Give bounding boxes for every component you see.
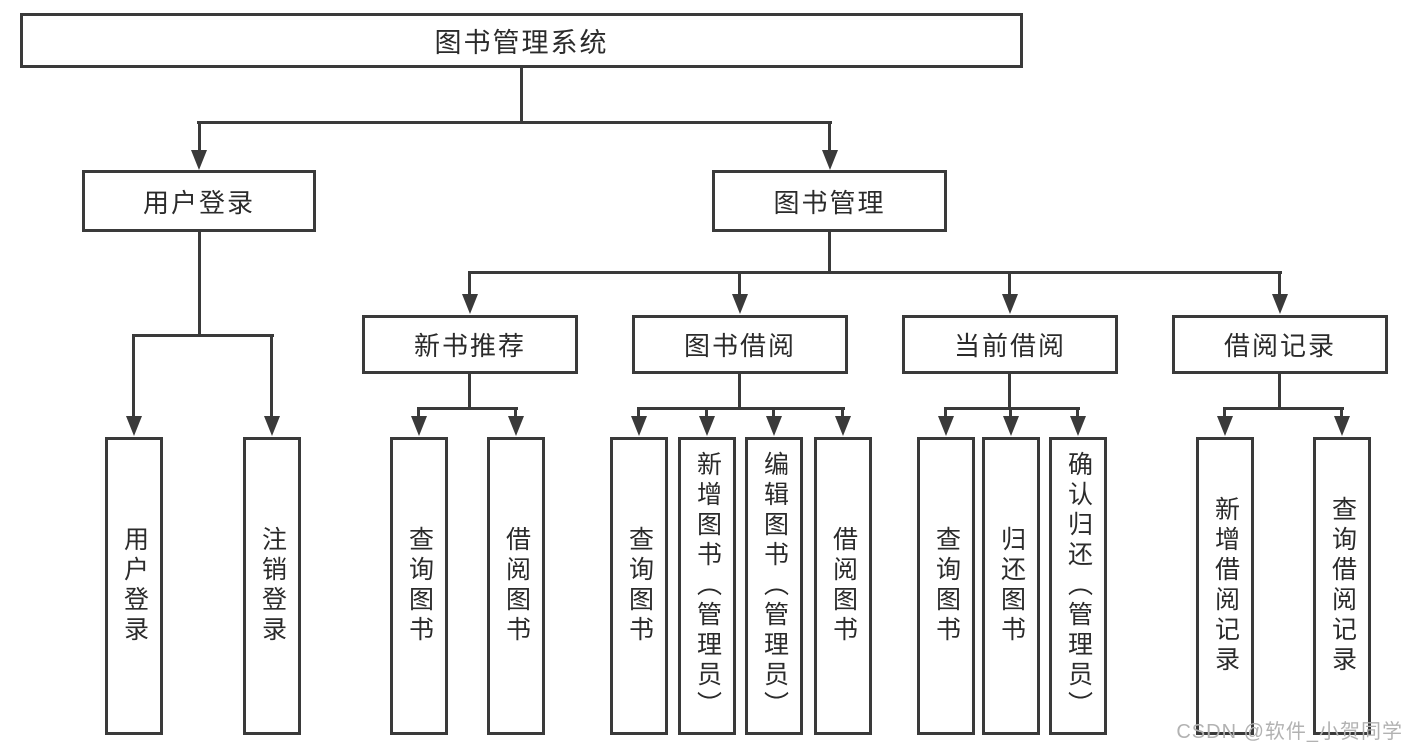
node-label: 用户登录 xyxy=(142,187,255,218)
leaf-label: 查询图书 xyxy=(625,526,654,646)
connector-line xyxy=(1223,407,1344,410)
connector-line xyxy=(1278,271,1281,298)
leaf-add-books-admin: 新增图书（管理员） xyxy=(678,437,736,735)
leaf-borrow-books: 借阅图书 xyxy=(814,437,872,735)
arrowhead-down xyxy=(835,416,851,436)
node-label: 图书管理 xyxy=(773,187,886,218)
arrowhead-down xyxy=(1003,416,1019,436)
arrowhead-down xyxy=(411,416,427,436)
leaf-label: 查询借阅记录 xyxy=(1328,496,1357,676)
connector-line xyxy=(520,66,523,124)
arrowhead-down xyxy=(732,294,748,314)
leaf-add-borrow-record: 新增借阅记录 xyxy=(1196,437,1254,735)
arrowhead-down xyxy=(822,150,838,170)
leaf-label: 用户登录 xyxy=(120,526,149,646)
connector-line xyxy=(514,407,517,420)
arrowhead-down xyxy=(191,150,207,170)
leaf-logout: 注销登录 xyxy=(243,437,301,735)
node-book-management: 图书管理 xyxy=(712,170,947,232)
node-user-login: 用户登录 xyxy=(82,170,316,232)
leaf-return-books: 归还图书 xyxy=(982,437,1040,735)
leaf-label: 新增借阅记录 xyxy=(1211,496,1240,676)
connector-line xyxy=(132,334,135,418)
connector-line xyxy=(197,121,832,124)
node-book-borrowing: 图书借阅 xyxy=(632,315,848,374)
connector-line xyxy=(738,372,741,410)
node-label: 图书管理系统 xyxy=(434,28,609,58)
connector-line xyxy=(1278,372,1281,410)
arrowhead-down xyxy=(1272,294,1288,314)
arrowhead-down xyxy=(462,294,478,314)
connector-line xyxy=(1008,271,1011,298)
arrowhead-down xyxy=(766,416,782,436)
connector-line xyxy=(1340,407,1343,420)
connector-line xyxy=(468,271,471,298)
arrowhead-down xyxy=(1217,416,1233,436)
connector-line xyxy=(1223,407,1226,420)
arrowhead-down xyxy=(938,416,954,436)
connector-line xyxy=(637,407,640,420)
arrowhead-down xyxy=(631,416,647,436)
connector-line xyxy=(738,271,741,298)
leaf-label: 新增图书（管理员） xyxy=(693,451,722,721)
leaf-query-borrow-record: 查询借阅记录 xyxy=(1313,437,1371,735)
arrowhead-down xyxy=(1070,416,1086,436)
leaf-edit-books-admin: 编辑图书（管理员） xyxy=(745,437,803,735)
connector-line xyxy=(828,121,831,153)
leaf-borrow-books-recommend: 借阅图书 xyxy=(487,437,545,735)
arrowhead-down xyxy=(264,416,280,436)
arrowhead-down xyxy=(126,416,142,436)
connector-line xyxy=(637,407,845,410)
node-label: 借阅记录 xyxy=(1223,331,1336,361)
connector-line xyxy=(468,271,1282,274)
node-borrowing-records: 借阅记录 xyxy=(1172,315,1388,374)
connector-line xyxy=(1008,372,1011,410)
arrowhead-down xyxy=(508,416,524,436)
connector-line xyxy=(944,407,947,420)
connector-line xyxy=(1009,407,1012,420)
connector-line xyxy=(944,407,1080,410)
connector-line xyxy=(468,372,471,410)
leaf-user-login: 用户登录 xyxy=(105,437,163,735)
connector-line xyxy=(1076,407,1079,420)
connector-line xyxy=(270,334,273,418)
connector-line xyxy=(417,407,420,420)
connector-line xyxy=(772,407,775,420)
connector-line xyxy=(841,407,844,420)
connector-line xyxy=(705,407,708,420)
connector-line xyxy=(198,230,201,337)
csdn-watermark: CSDN @软件_小贺同学 xyxy=(1176,721,1403,743)
arrowhead-down xyxy=(1334,416,1350,436)
node-library-management-system: 图书管理系统 xyxy=(20,13,1023,68)
leaf-confirm-return-admin: 确认归还（管理员） xyxy=(1049,437,1107,735)
leaf-label: 编辑图书（管理员） xyxy=(760,451,789,721)
leaf-label: 查询图书 xyxy=(932,526,961,646)
leaf-query-books-recommend: 查询图书 xyxy=(390,437,448,735)
arrowhead-down xyxy=(699,416,715,436)
connector-line xyxy=(198,121,201,153)
node-new-book-recommendation: 新书推荐 xyxy=(362,315,578,374)
leaf-label: 注销登录 xyxy=(258,526,287,646)
leaf-label: 归还图书 xyxy=(997,526,1026,646)
connector-line xyxy=(132,334,274,337)
leaf-label: 查询图书 xyxy=(405,526,434,646)
leaf-label: 借阅图书 xyxy=(502,526,531,646)
leaf-label: 借阅图书 xyxy=(829,526,858,646)
node-current-borrowing: 当前借阅 xyxy=(902,315,1118,374)
node-label: 当前借阅 xyxy=(953,331,1066,361)
connector-line xyxy=(417,407,518,410)
leaf-query-books-current: 查询图书 xyxy=(917,437,975,735)
node-label: 图书借阅 xyxy=(683,331,796,361)
connector-line xyxy=(828,230,831,274)
leaf-label: 确认归还（管理员） xyxy=(1064,451,1093,721)
arrowhead-down xyxy=(1002,294,1018,314)
leaf-query-books-borrow: 查询图书 xyxy=(610,437,668,735)
node-label: 新书推荐 xyxy=(413,331,526,361)
